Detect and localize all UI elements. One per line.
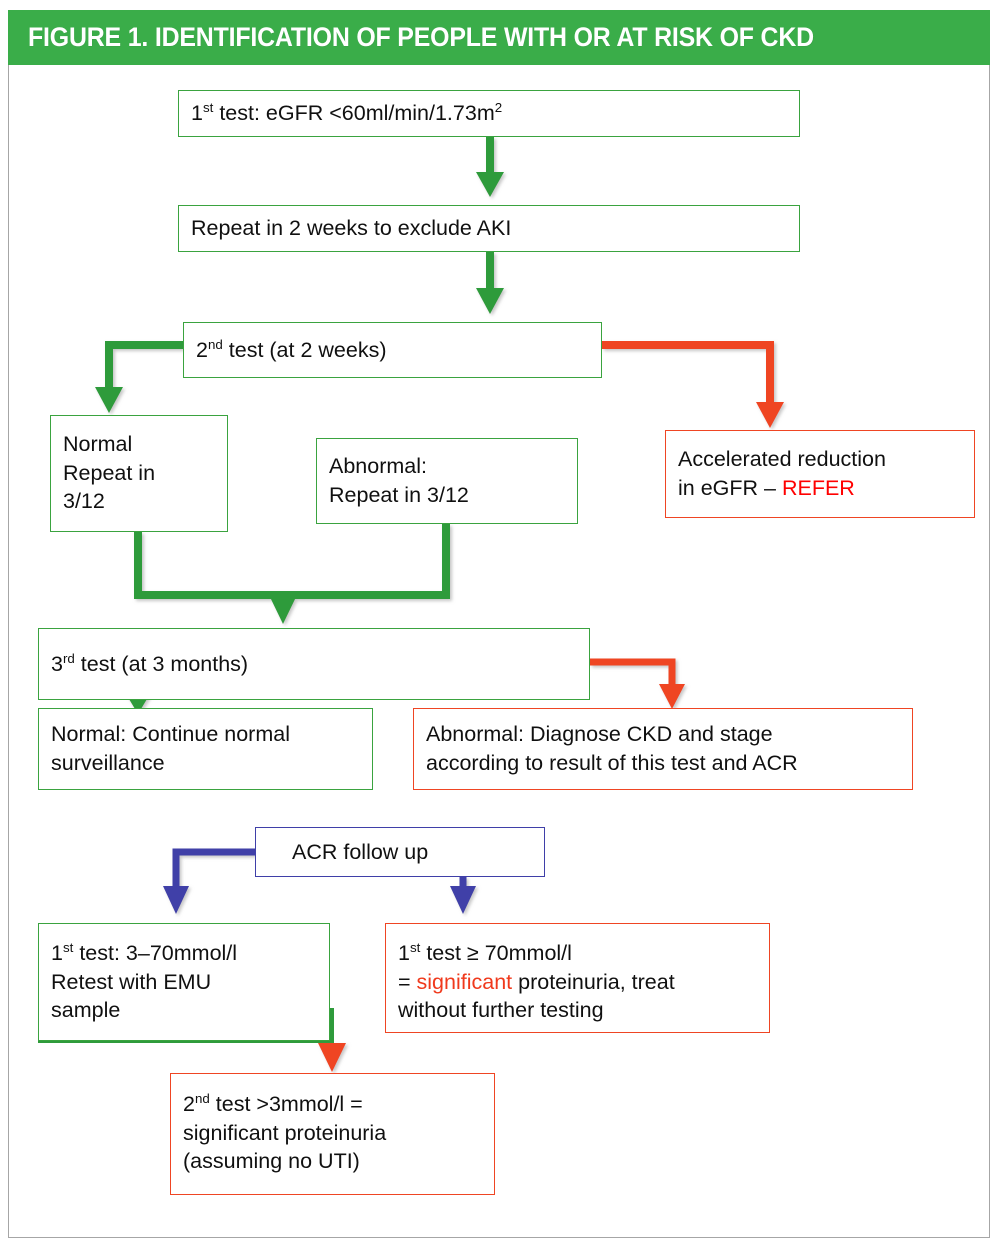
- node-abnormal-repeat[interactable]: Abnormal: Repeat in 3/12: [316, 438, 578, 524]
- node-acr-second-test-label: 2nd test >3mmol/l =significant proteinur…: [183, 1090, 387, 1174]
- node-acr-follow-up[interactable]: ACR follow up: [255, 827, 545, 877]
- node-normal-surveillance-label: Normal: Continue normal surveillance: [51, 722, 290, 775]
- page-title: FIGURE 1. IDENTIFICATION OF PEOPLE WITH …: [28, 22, 814, 52]
- node-first-test-label: 1st test: eGFR <60ml/min/1.73m2: [191, 100, 503, 126]
- node-abnormal-diagnose[interactable]: Abnormal: Diagnose CKD and stage accordi…: [413, 708, 913, 790]
- node-abnormal-diagnose-label: Abnormal: Diagnose CKD and stage accordi…: [426, 722, 798, 775]
- node-normal-repeat-label: Normal Repeat in 3/12: [63, 432, 156, 514]
- node-third-test-label: 3rd test (at 3 months): [51, 650, 249, 676]
- node-acr-first-test-high-label: 1st test ≥ 70mmol/l= significant protein…: [398, 939, 675, 1023]
- figure-card: [8, 10, 990, 1238]
- node-normal-surveillance[interactable]: Normal: Continue normal surveillance: [38, 708, 373, 790]
- node-acr-follow-up-label: ACR follow up: [292, 839, 429, 864]
- node-second-test[interactable]: 2nd test (at 2 weeks): [183, 322, 602, 378]
- node-acr-second-test[interactable]: 2nd test >3mmol/l =significant proteinur…: [170, 1073, 495, 1195]
- figure-title-banner: FIGURE 1. IDENTIFICATION OF PEOPLE WITH …: [8, 10, 990, 65]
- node-second-test-label: 2nd test (at 2 weeks): [196, 336, 387, 362]
- node-first-test[interactable]: 1st test: eGFR <60ml/min/1.73m2: [178, 90, 800, 137]
- node-third-test[interactable]: 3rd test (at 3 months): [38, 628, 590, 700]
- node-acr-first-test-high[interactable]: 1st test ≥ 70mmol/l= significant protein…: [385, 923, 770, 1033]
- node-repeat-two-weeks[interactable]: Repeat in 2 weeks to exclude AKI: [178, 205, 800, 252]
- node-normal-repeat[interactable]: Normal Repeat in 3/12: [50, 415, 228, 532]
- node-abnormal-repeat-label: Abnormal: Repeat in 3/12: [329, 454, 469, 507]
- node-repeat-two-weeks-label: Repeat in 2 weeks to exclude AKI: [191, 216, 512, 241]
